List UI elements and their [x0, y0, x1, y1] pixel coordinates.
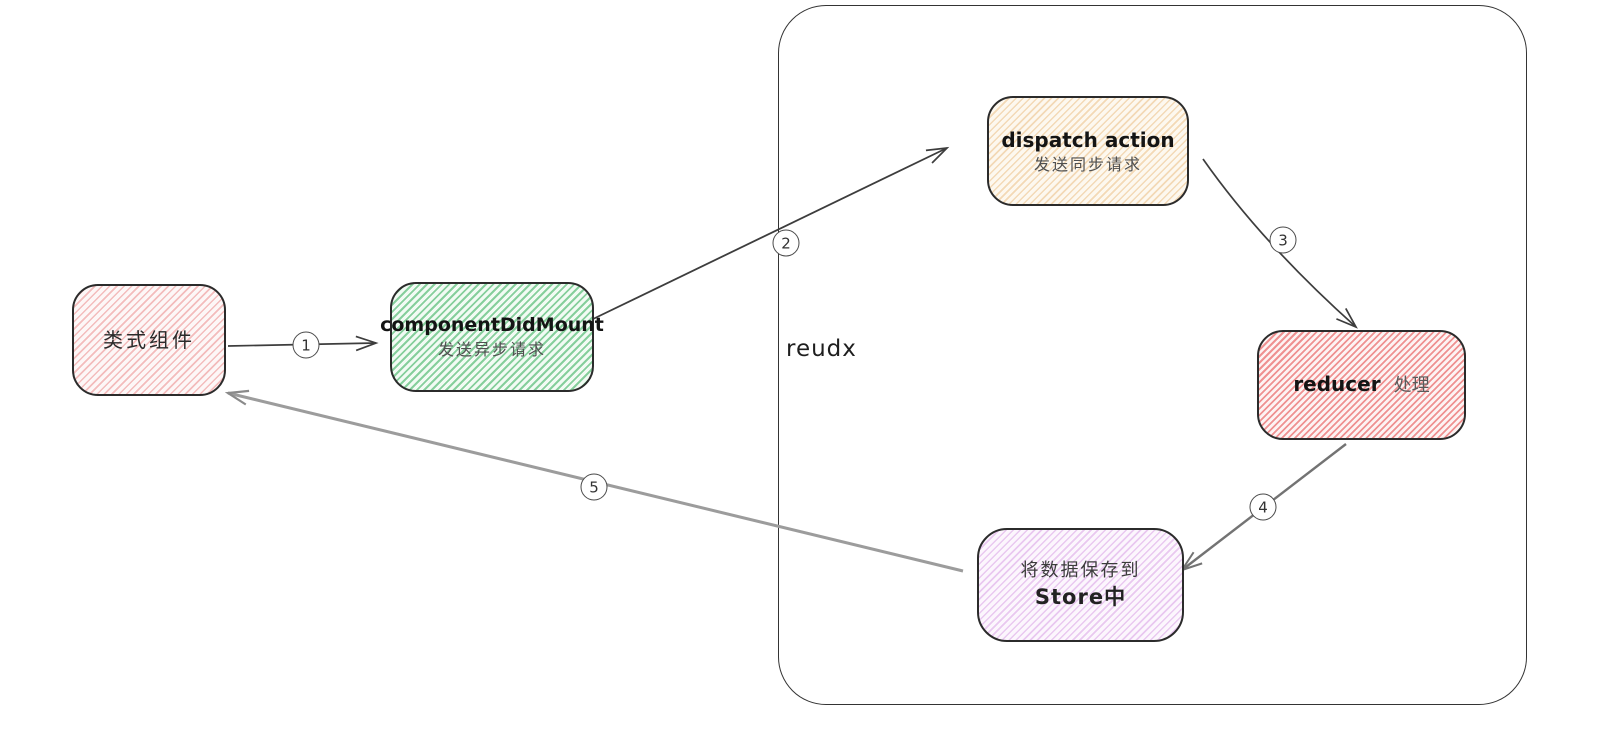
node-reducer-text: reducer 处理 [1293, 371, 1429, 398]
node-dispatch-action-subtitle: 发送同步请求 [1033, 154, 1142, 174]
edge-label-5: 5 [580, 473, 608, 501]
arrow-step-2 [592, 146, 950, 320]
node-reducer: reducer 处理 [1257, 330, 1466, 440]
node-component-did-mount-title: componentDidMount [380, 314, 604, 337]
node-store-line2: Store中 [1034, 584, 1127, 609]
redux-boundary-box [778, 5, 1527, 705]
node-class-component-title: 类式组件 [103, 327, 195, 352]
redux-boundary-label: reudx [786, 336, 857, 362]
node-dispatch-action-title: dispatch action [1001, 127, 1175, 152]
node-dispatch-action: dispatch action 发送同步请求 [987, 96, 1189, 206]
node-reducer-title: reducer [1293, 372, 1381, 397]
node-class-component: 类式组件 [72, 284, 226, 396]
edge-label-2: 2 [772, 229, 800, 257]
node-store: 将数据保存到 Store中 [977, 528, 1184, 642]
node-reducer-subtitle: 处理 [1393, 375, 1430, 397]
edge-label-3: 3 [1269, 226, 1297, 254]
node-store-line1: 将数据保存到 [1020, 559, 1141, 581]
node-component-did-mount-subtitle: 发送异步请求 [437, 340, 546, 360]
edge-label-4: 4 [1249, 493, 1277, 521]
edge-label-1: 1 [292, 331, 320, 359]
node-component-did-mount: componentDidMount 发送异步请求 [380, 282, 604, 392]
